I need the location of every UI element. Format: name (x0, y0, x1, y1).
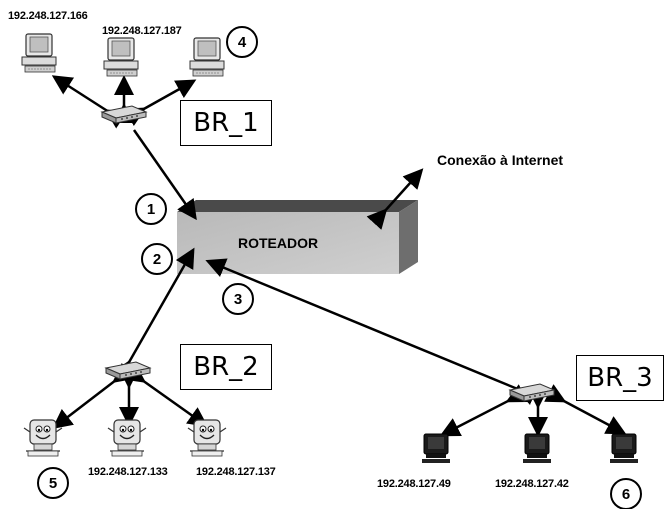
link-number-4: 4 (226, 26, 258, 58)
computer-icon (522, 433, 552, 464)
host-ip-label: 192.248.127.49 (377, 478, 451, 490)
br2-host3-link (123, 363, 209, 427)
switch-br3-icon (509, 383, 555, 402)
host-ip-label: 192.248.127.133 (88, 466, 168, 478)
switch-label-br3: BR_3 (576, 355, 664, 401)
computer-icon (609, 433, 639, 464)
host-ip-label: 192.248.127.42 (495, 478, 569, 490)
smiley-computer-icon (107, 419, 147, 457)
host-ip-label: 192.248.127.166 (8, 10, 88, 22)
link-number-6: 6 (610, 478, 642, 509)
switch-br1-icon (101, 105, 147, 124)
internet-link (366, 168, 424, 230)
switch-br2-icon (105, 361, 151, 380)
link-number-5: 5 (37, 467, 69, 499)
desktop-pc-icon (103, 37, 139, 77)
br2-host1-link (52, 362, 134, 430)
br1-host1-link (51, 75, 128, 129)
internet-label: Conexão à Internet (437, 152, 564, 168)
smiley-computer-icon (23, 419, 63, 457)
host-ip-label: 192.248.127.187 (102, 25, 182, 37)
br3-host3-link (544, 384, 627, 435)
br3-host1-link (439, 384, 528, 437)
switch-label-br1: BR_1 (180, 100, 272, 146)
link-1 (132, 129, 197, 221)
link-number-2: 2 (141, 243, 173, 275)
br1-host3-link (124, 79, 197, 127)
link-number-3: 3 (222, 283, 254, 315)
smiley-computer-icon (187, 419, 227, 457)
router-label: ROTEADOR (238, 235, 319, 251)
computer-icon (421, 433, 451, 464)
desktop-pc-icon (189, 37, 225, 77)
switch-label-br2: BR_2 (180, 344, 272, 390)
link-3 (205, 258, 538, 405)
desktop-pc-icon (21, 33, 57, 73)
link-2 (111, 247, 195, 382)
host-ip-label: 192.248.127.137 (196, 466, 276, 478)
link-number-1: 1 (135, 193, 167, 225)
